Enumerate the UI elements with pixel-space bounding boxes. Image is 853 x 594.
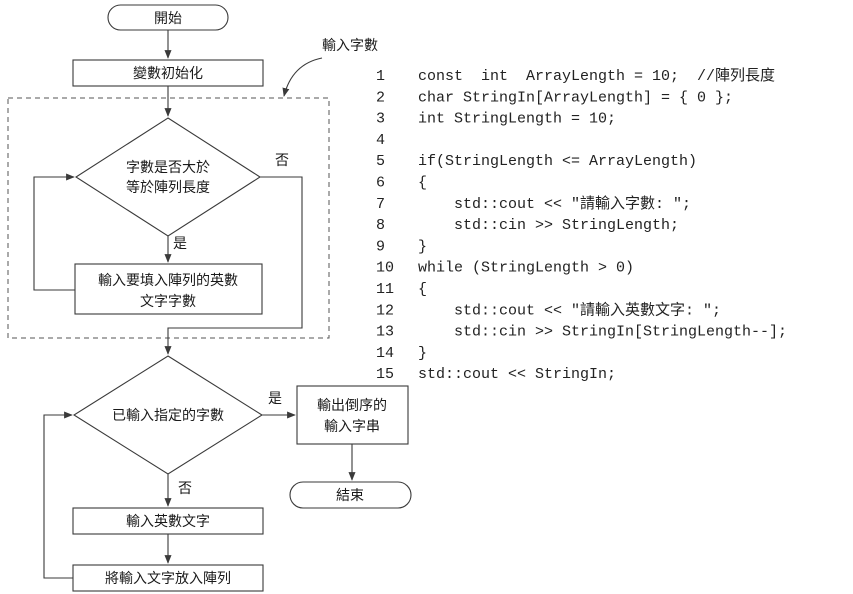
code-line-text: const int ArrayLength = 10; //陣列長度 <box>418 67 775 85</box>
end-label: 結束 <box>336 488 364 504</box>
code-line-number: 13 <box>376 324 394 341</box>
code-line-text: while (StringLength > 0) <box>418 260 634 277</box>
decision1-yes-label: 是 <box>173 236 187 252</box>
code-line-number: 15 <box>376 366 394 383</box>
output-process <box>296 385 409 445</box>
arrow-loop-to-decision1 <box>33 173 75 291</box>
input-count-process <box>74 263 263 315</box>
code-line-text: std::cin >> StringLength; <box>418 217 679 234</box>
code-line-number: 14 <box>376 345 394 362</box>
decision2-yes-label: 是 <box>268 391 282 407</box>
code-line-text: if(StringLength <= ArrayLength) <box>418 153 697 170</box>
code-line-text: std::cout << "請輸入英數文字: "; <box>418 300 721 319</box>
store-process <box>72 564 264 592</box>
code-line-text: std::cout << "請輸入字數: "; <box>418 195 691 213</box>
code-line-number: 3 <box>376 111 385 128</box>
start-label: 開始 <box>154 11 182 27</box>
decision-length-check <box>74 117 262 237</box>
decision1-no-label: 否 <box>275 153 289 169</box>
code-line-text: std::cin >> StringIn[StringLength--]; <box>418 324 787 341</box>
code-line-number: 9 <box>376 238 385 255</box>
code-line-text: int StringLength = 10; <box>418 111 616 128</box>
end-terminator <box>289 481 412 509</box>
group-label: 輸入字數 <box>322 38 378 54</box>
output-line2: 輸入字串 <box>324 419 380 435</box>
code-line-number: 7 <box>376 196 385 213</box>
arrow-loop-to-decision2 <box>43 411 73 579</box>
code-line-text: { <box>418 281 427 298</box>
group-label-arrow <box>282 57 323 97</box>
code-line-text: { <box>418 175 427 192</box>
input-char-label: 輸入英數文字 <box>126 513 210 530</box>
output-line1: 輸出倒序的 <box>317 398 387 414</box>
input-count-line2: 文字字數 <box>140 294 196 310</box>
code-listing: 1 const int ArrayLength = 10; //陣列長度 2 char… <box>376 67 787 383</box>
code-line-number: 8 <box>376 217 385 234</box>
code-line-number: 5 <box>376 153 385 170</box>
code-line-number: 2 <box>376 89 385 106</box>
arrow-decision1-no <box>164 176 303 355</box>
code-line-text: } <box>418 238 427 255</box>
init-label: 變數初始化 <box>133 65 203 82</box>
input-char-process <box>72 507 264 535</box>
code-line-text: char StringIn[ArrayLength] = { 0 }; <box>418 89 733 106</box>
decision2-label: 已輸入指定的字數 <box>112 408 224 424</box>
init-process <box>72 59 264 87</box>
code-line-number: 6 <box>376 175 385 192</box>
code-line-number: 4 <box>376 132 385 149</box>
input-count-line1: 輸入要填入陣列的英數 <box>98 272 238 289</box>
decision1-line1: 字數是否大於 <box>126 160 210 176</box>
code-line-number: 11 <box>376 281 394 298</box>
code-line-number: 1 <box>376 68 385 85</box>
decision1-line2: 等於陣列長度 <box>126 179 210 196</box>
decision2-no-label: 否 <box>178 481 192 497</box>
store-label: 將輸入文字放入陣列 <box>105 571 231 587</box>
code-line-text: } <box>418 345 427 362</box>
code-line-text: std::cout << StringIn; <box>418 366 616 383</box>
code-line-number: 10 <box>376 260 394 277</box>
code-line-number: 12 <box>376 302 394 319</box>
